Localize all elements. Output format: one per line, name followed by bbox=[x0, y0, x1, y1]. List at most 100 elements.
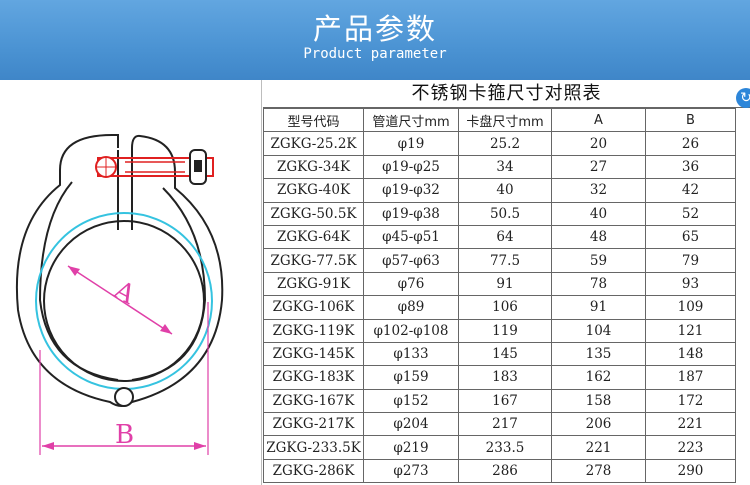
table-cell: 172 bbox=[645, 388, 736, 414]
table-title: 不锈钢卡箍尺寸对照表 bbox=[263, 80, 750, 108]
table-cell: 52 bbox=[645, 201, 736, 226]
table-cell: ZGKG-183K bbox=[263, 365, 364, 390]
table-cell: 79 bbox=[645, 248, 736, 273]
table-cell: 20 bbox=[551, 131, 646, 156]
table-cell: φ102-φ108 bbox=[363, 318, 459, 343]
clamp-diagram-svg bbox=[15, 134, 224, 455]
table-cell: 217 bbox=[458, 412, 552, 437]
header-banner: 产品参数 Product parameter bbox=[0, 0, 750, 80]
table-cell: 106 bbox=[458, 295, 552, 320]
table-cell: ZGKG-50.5K bbox=[263, 201, 364, 226]
header-model-code: 型号代码 bbox=[263, 107, 364, 133]
table-cell: 167 bbox=[458, 388, 552, 414]
table-cell: ZGKG-233.5K bbox=[263, 435, 364, 460]
dimension-b-label: B bbox=[115, 420, 135, 450]
table-cell: 121 bbox=[645, 318, 736, 343]
table-cell: 135 bbox=[551, 341, 646, 367]
table-cell: 77.5 bbox=[458, 248, 552, 273]
table-cell: φ45-φ51 bbox=[363, 224, 459, 250]
table-cell: 64 bbox=[458, 224, 552, 250]
table-cell: ZGKG-77.5K bbox=[263, 248, 364, 273]
table-cell: 34 bbox=[458, 154, 552, 180]
table-cell: 148 bbox=[645, 341, 736, 367]
table-cell: ZGKG-34K bbox=[263, 154, 364, 180]
table-cell: 42 bbox=[645, 178, 736, 203]
table-cell: φ19-φ32 bbox=[363, 178, 459, 203]
refresh-icon[interactable]: ↻ bbox=[736, 88, 750, 108]
table-cell: 119 bbox=[458, 318, 552, 343]
table-cell: 93 bbox=[645, 271, 736, 297]
table-cell: 162 bbox=[551, 365, 646, 390]
pipe-inner-circle bbox=[43, 220, 205, 382]
table-cell: 286 bbox=[458, 458, 552, 484]
table-cell: φ219 bbox=[363, 435, 459, 460]
table-cell: ZGKG-25.2K bbox=[263, 131, 364, 156]
table-cell: ZGKG-91K bbox=[263, 271, 364, 297]
table-cell: 206 bbox=[551, 412, 646, 437]
table-cell: 223 bbox=[645, 435, 736, 460]
table-cell: ZGKG-167K bbox=[263, 388, 364, 414]
table-cell: φ57-φ63 bbox=[363, 248, 459, 273]
table-cell: 27 bbox=[551, 154, 646, 180]
table-cell: 221 bbox=[645, 412, 736, 437]
table-cell: ZGKG-64K bbox=[263, 224, 364, 250]
table-cell: φ19 bbox=[363, 131, 459, 156]
table-cell: 40 bbox=[458, 178, 552, 203]
table-cell: ZGKG-119K bbox=[263, 318, 364, 343]
table-cell: ZGKG-145K bbox=[263, 341, 364, 367]
table-cell: 233.5 bbox=[458, 435, 552, 460]
table-cell: 59 bbox=[551, 248, 646, 273]
table-cell: 104 bbox=[551, 318, 646, 343]
table-cell: ZGKG-286K bbox=[263, 458, 364, 484]
table-cell: 278 bbox=[551, 458, 646, 484]
table-cell: ZGKG-217K bbox=[263, 412, 364, 437]
table-cell: 158 bbox=[551, 388, 646, 414]
table-cell: 145 bbox=[458, 341, 552, 367]
table-cell: 91 bbox=[551, 295, 646, 320]
table-cell: φ89 bbox=[363, 295, 459, 320]
banner-subtitle: Product parameter bbox=[303, 46, 447, 62]
table-cell: 36 bbox=[645, 154, 736, 180]
header-a: A bbox=[551, 107, 646, 133]
table-cell: 25.2 bbox=[458, 131, 552, 156]
table-cell: 65 bbox=[645, 224, 736, 250]
table-cell: 26 bbox=[645, 131, 736, 156]
table-cell: ZGKG-106K bbox=[263, 295, 364, 320]
table-cell: 91 bbox=[458, 271, 552, 297]
table-cell: φ159 bbox=[363, 365, 459, 390]
table-cell: φ273 bbox=[363, 458, 459, 484]
size-table-panel: 不锈钢卡箍尺寸对照表 型号代码 管道尺寸mm 卡盘尺寸mm A B ZGKG-2… bbox=[263, 80, 750, 485]
table-cell: 40 bbox=[551, 201, 646, 226]
table-cell: 109 bbox=[645, 295, 736, 320]
table-cell: 50.5 bbox=[458, 201, 552, 226]
table-cell: 290 bbox=[645, 458, 736, 484]
clamp-drawing: A B bbox=[0, 80, 262, 485]
table-cell: φ19-φ25 bbox=[363, 154, 459, 180]
table-cell: 48 bbox=[551, 224, 646, 250]
header-clamp-size: 卡盘尺寸mm bbox=[458, 107, 552, 133]
table-header-row: 型号代码 管道尺寸mm 卡盘尺寸mm A B bbox=[263, 107, 736, 133]
hinge-eye bbox=[114, 387, 134, 407]
table-cell: φ19-φ38 bbox=[363, 201, 459, 226]
header-b: B bbox=[645, 107, 736, 133]
dimension-a-line bbox=[67, 265, 173, 335]
table-cell: φ204 bbox=[363, 412, 459, 437]
header-pipe-size: 管道尺寸mm bbox=[363, 107, 459, 133]
table-cell: ZGKG-40K bbox=[263, 178, 364, 203]
